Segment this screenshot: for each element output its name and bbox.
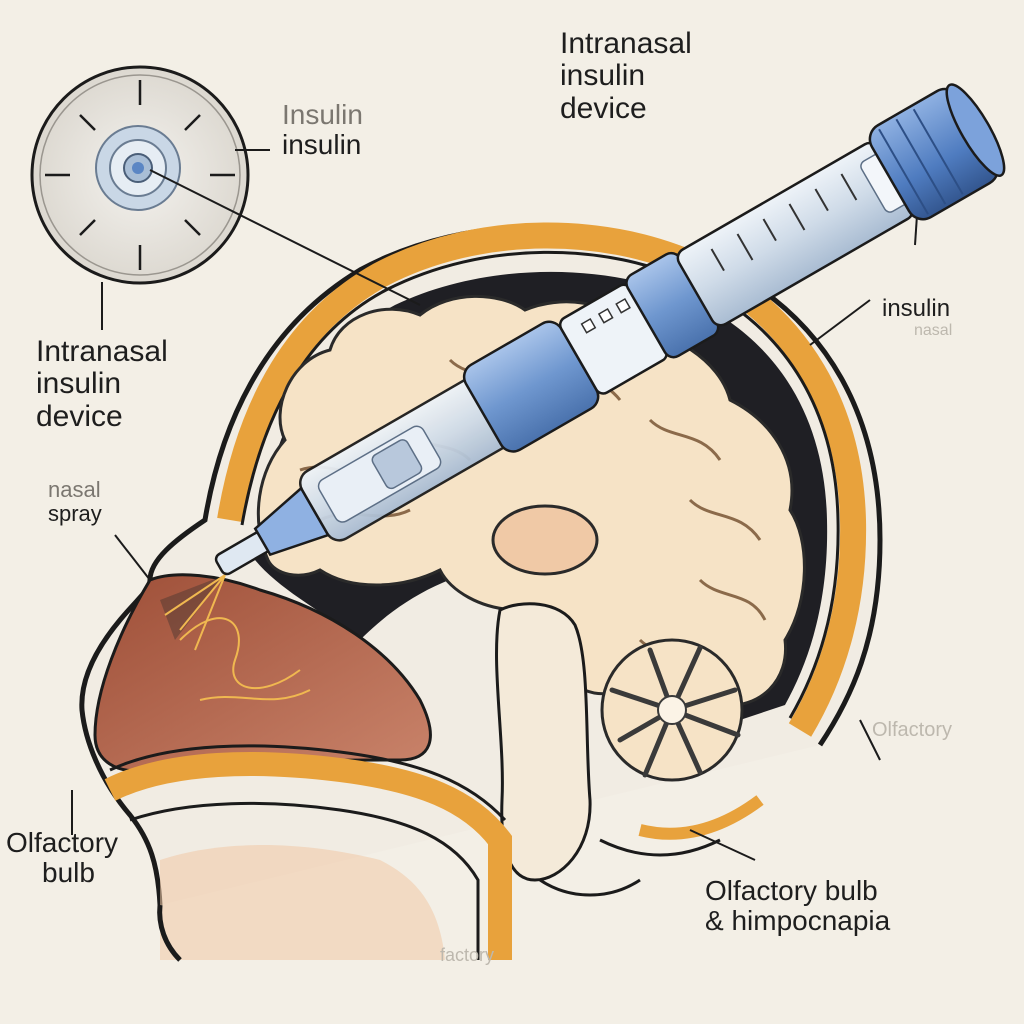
label-bottom-right: Olfactory bulb & himpocnapia bbox=[705, 875, 891, 937]
label-inset-insulin: Insulin insulin bbox=[282, 99, 363, 161]
label-left-device: Intranasal insulin device bbox=[36, 335, 168, 433]
leader-lines bbox=[71, 149, 921, 861]
palate-layers bbox=[104, 744, 764, 960]
label-right-insulin: insulin nasal bbox=[882, 295, 953, 339]
chin-outline bbox=[157, 904, 182, 962]
label-nasal-spray: nasal spray bbox=[48, 477, 102, 526]
thalamus bbox=[491, 504, 599, 576]
spray-mist bbox=[160, 574, 226, 651]
insulin-device bbox=[214, 83, 1006, 576]
brainstem bbox=[495, 602, 592, 882]
label-left-olfactory: Olfactory bulb bbox=[6, 827, 119, 889]
inset-magnifier bbox=[30, 65, 250, 285]
label-right-olfactory-faint: Olfactory bbox=[872, 719, 953, 741]
label-top-device: Intranasal insulin device bbox=[560, 27, 692, 125]
label-bottom-faint: factory bbox=[440, 945, 495, 965]
cerebellum bbox=[600, 638, 744, 782]
